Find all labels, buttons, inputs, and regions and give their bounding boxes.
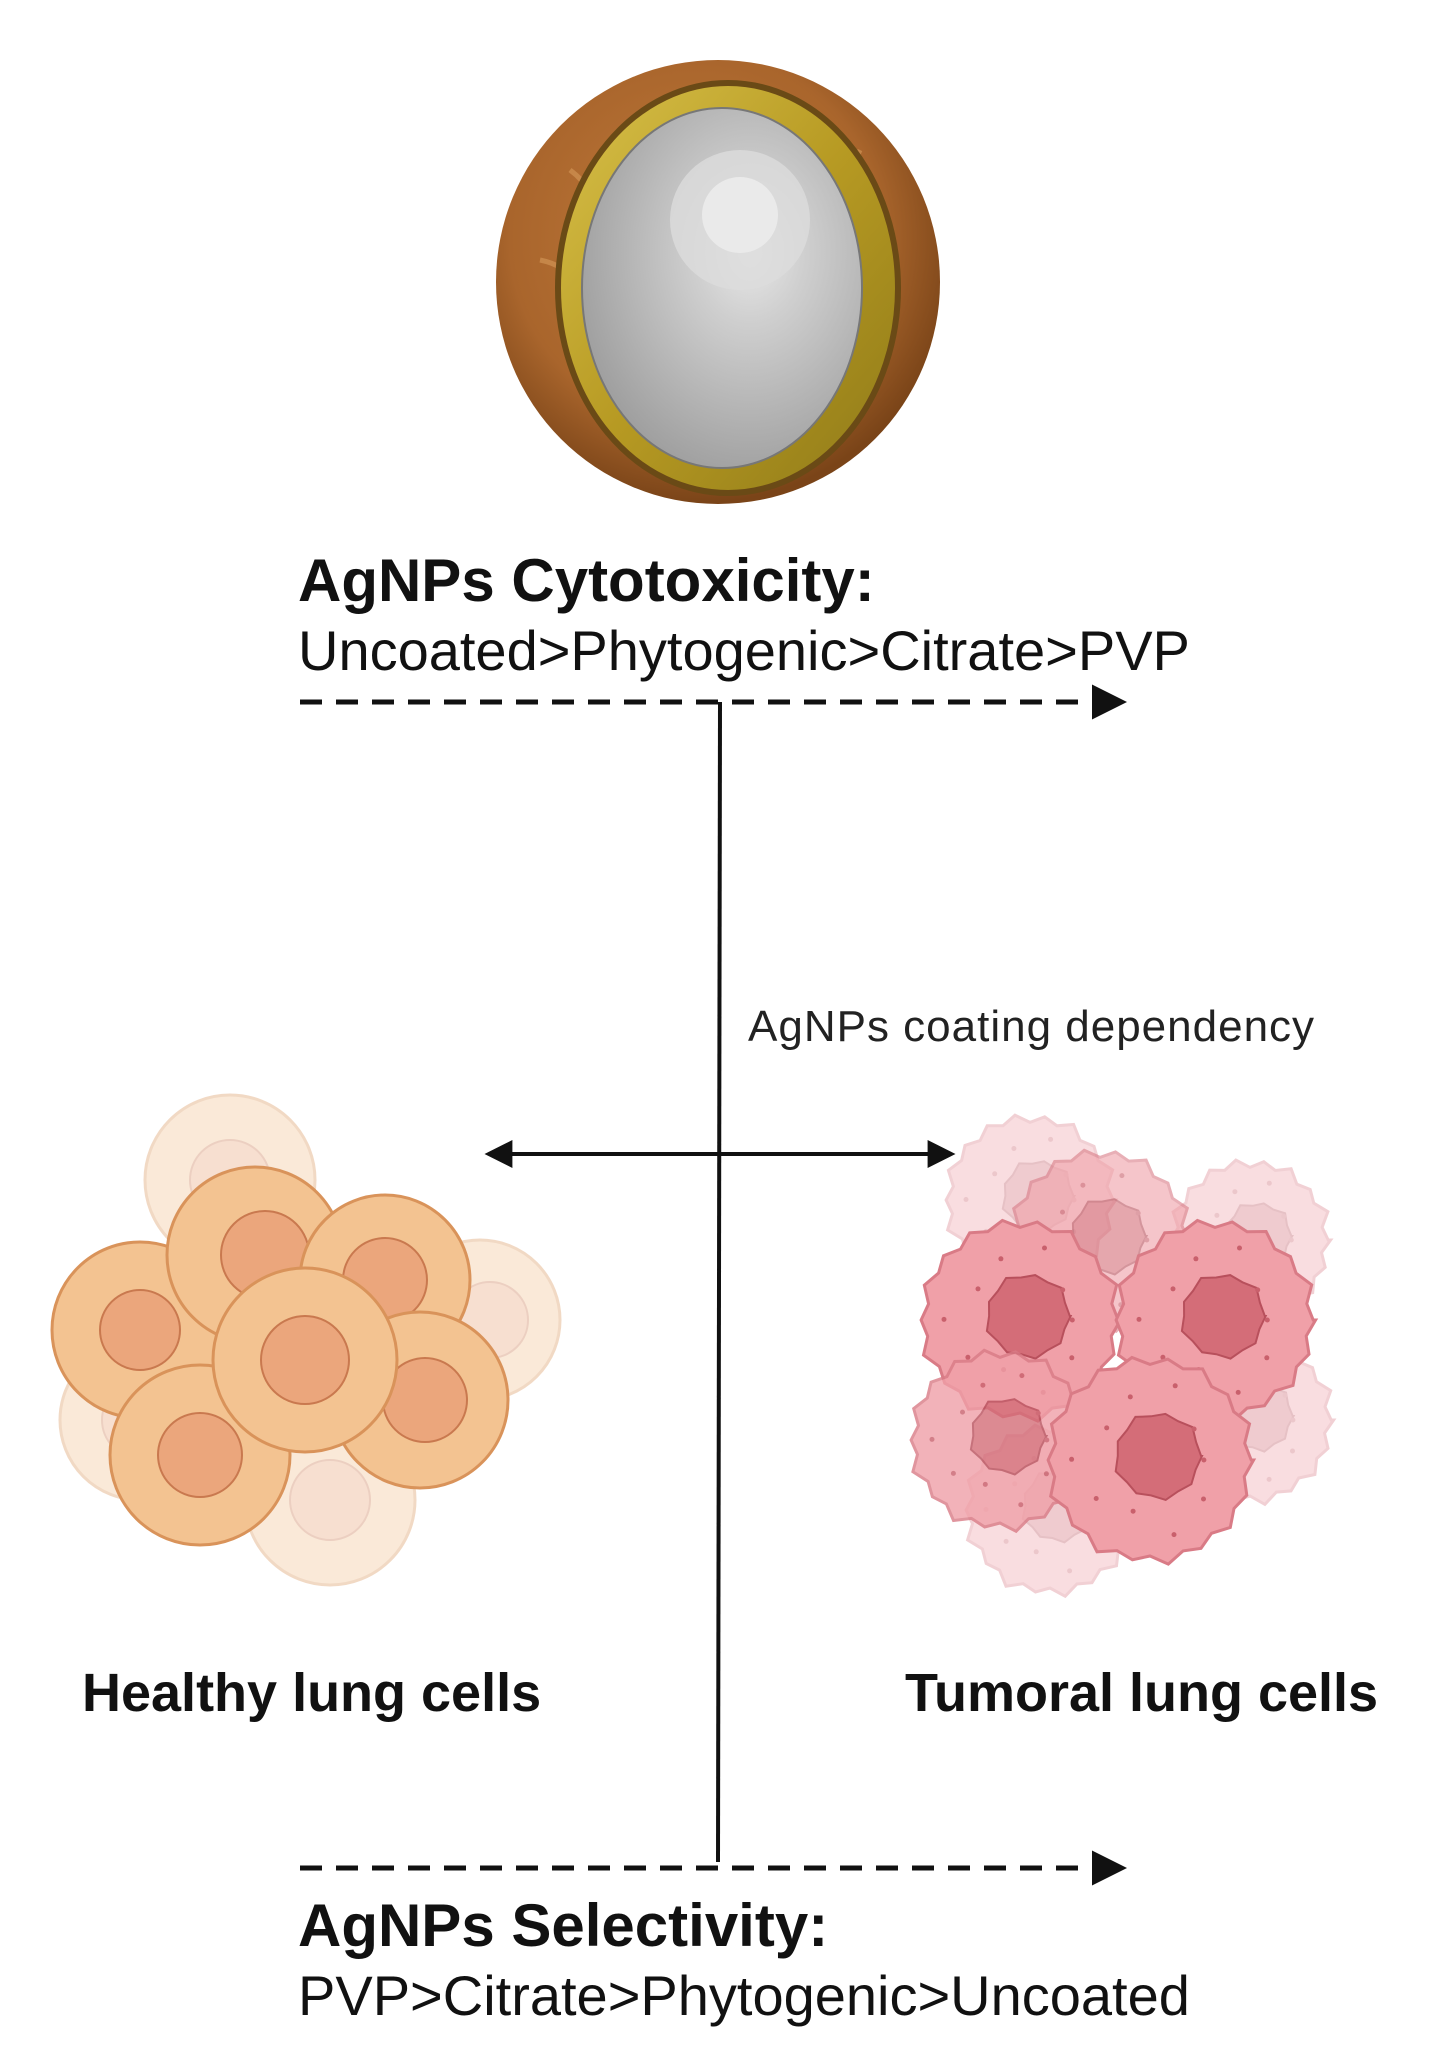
healthy-cell [211,1266,399,1454]
coating-dependency-label: AgNPs coating dependency [748,1002,1316,1051]
cytotoxicity-title: AgNPs Cytotoxicity: [298,547,875,614]
selectivity-order: PVP>Citrate>Phytogenic>Uncoated [298,1964,1190,2027]
tumoral-cell [909,1348,1094,1534]
healthy-cell-cluster-icon [50,1093,562,1587]
selectivity-title: AgNPs Selectivity: [298,1892,829,1959]
tumoral-cell-cluster-icon [909,1113,1337,1599]
healthy-cells-label: Healthy lung cells [82,1663,542,1723]
tumoral-cell [1046,1355,1257,1566]
silver-nanoparticle-icon [496,60,940,504]
cytotoxicity-order: Uncoated>Phytogenic>Citrate>PVP [298,619,1190,682]
vertical-connector-line [716,701,722,1863]
tumoral-cells-label: Tumoral lung cells [905,1663,1379,1723]
